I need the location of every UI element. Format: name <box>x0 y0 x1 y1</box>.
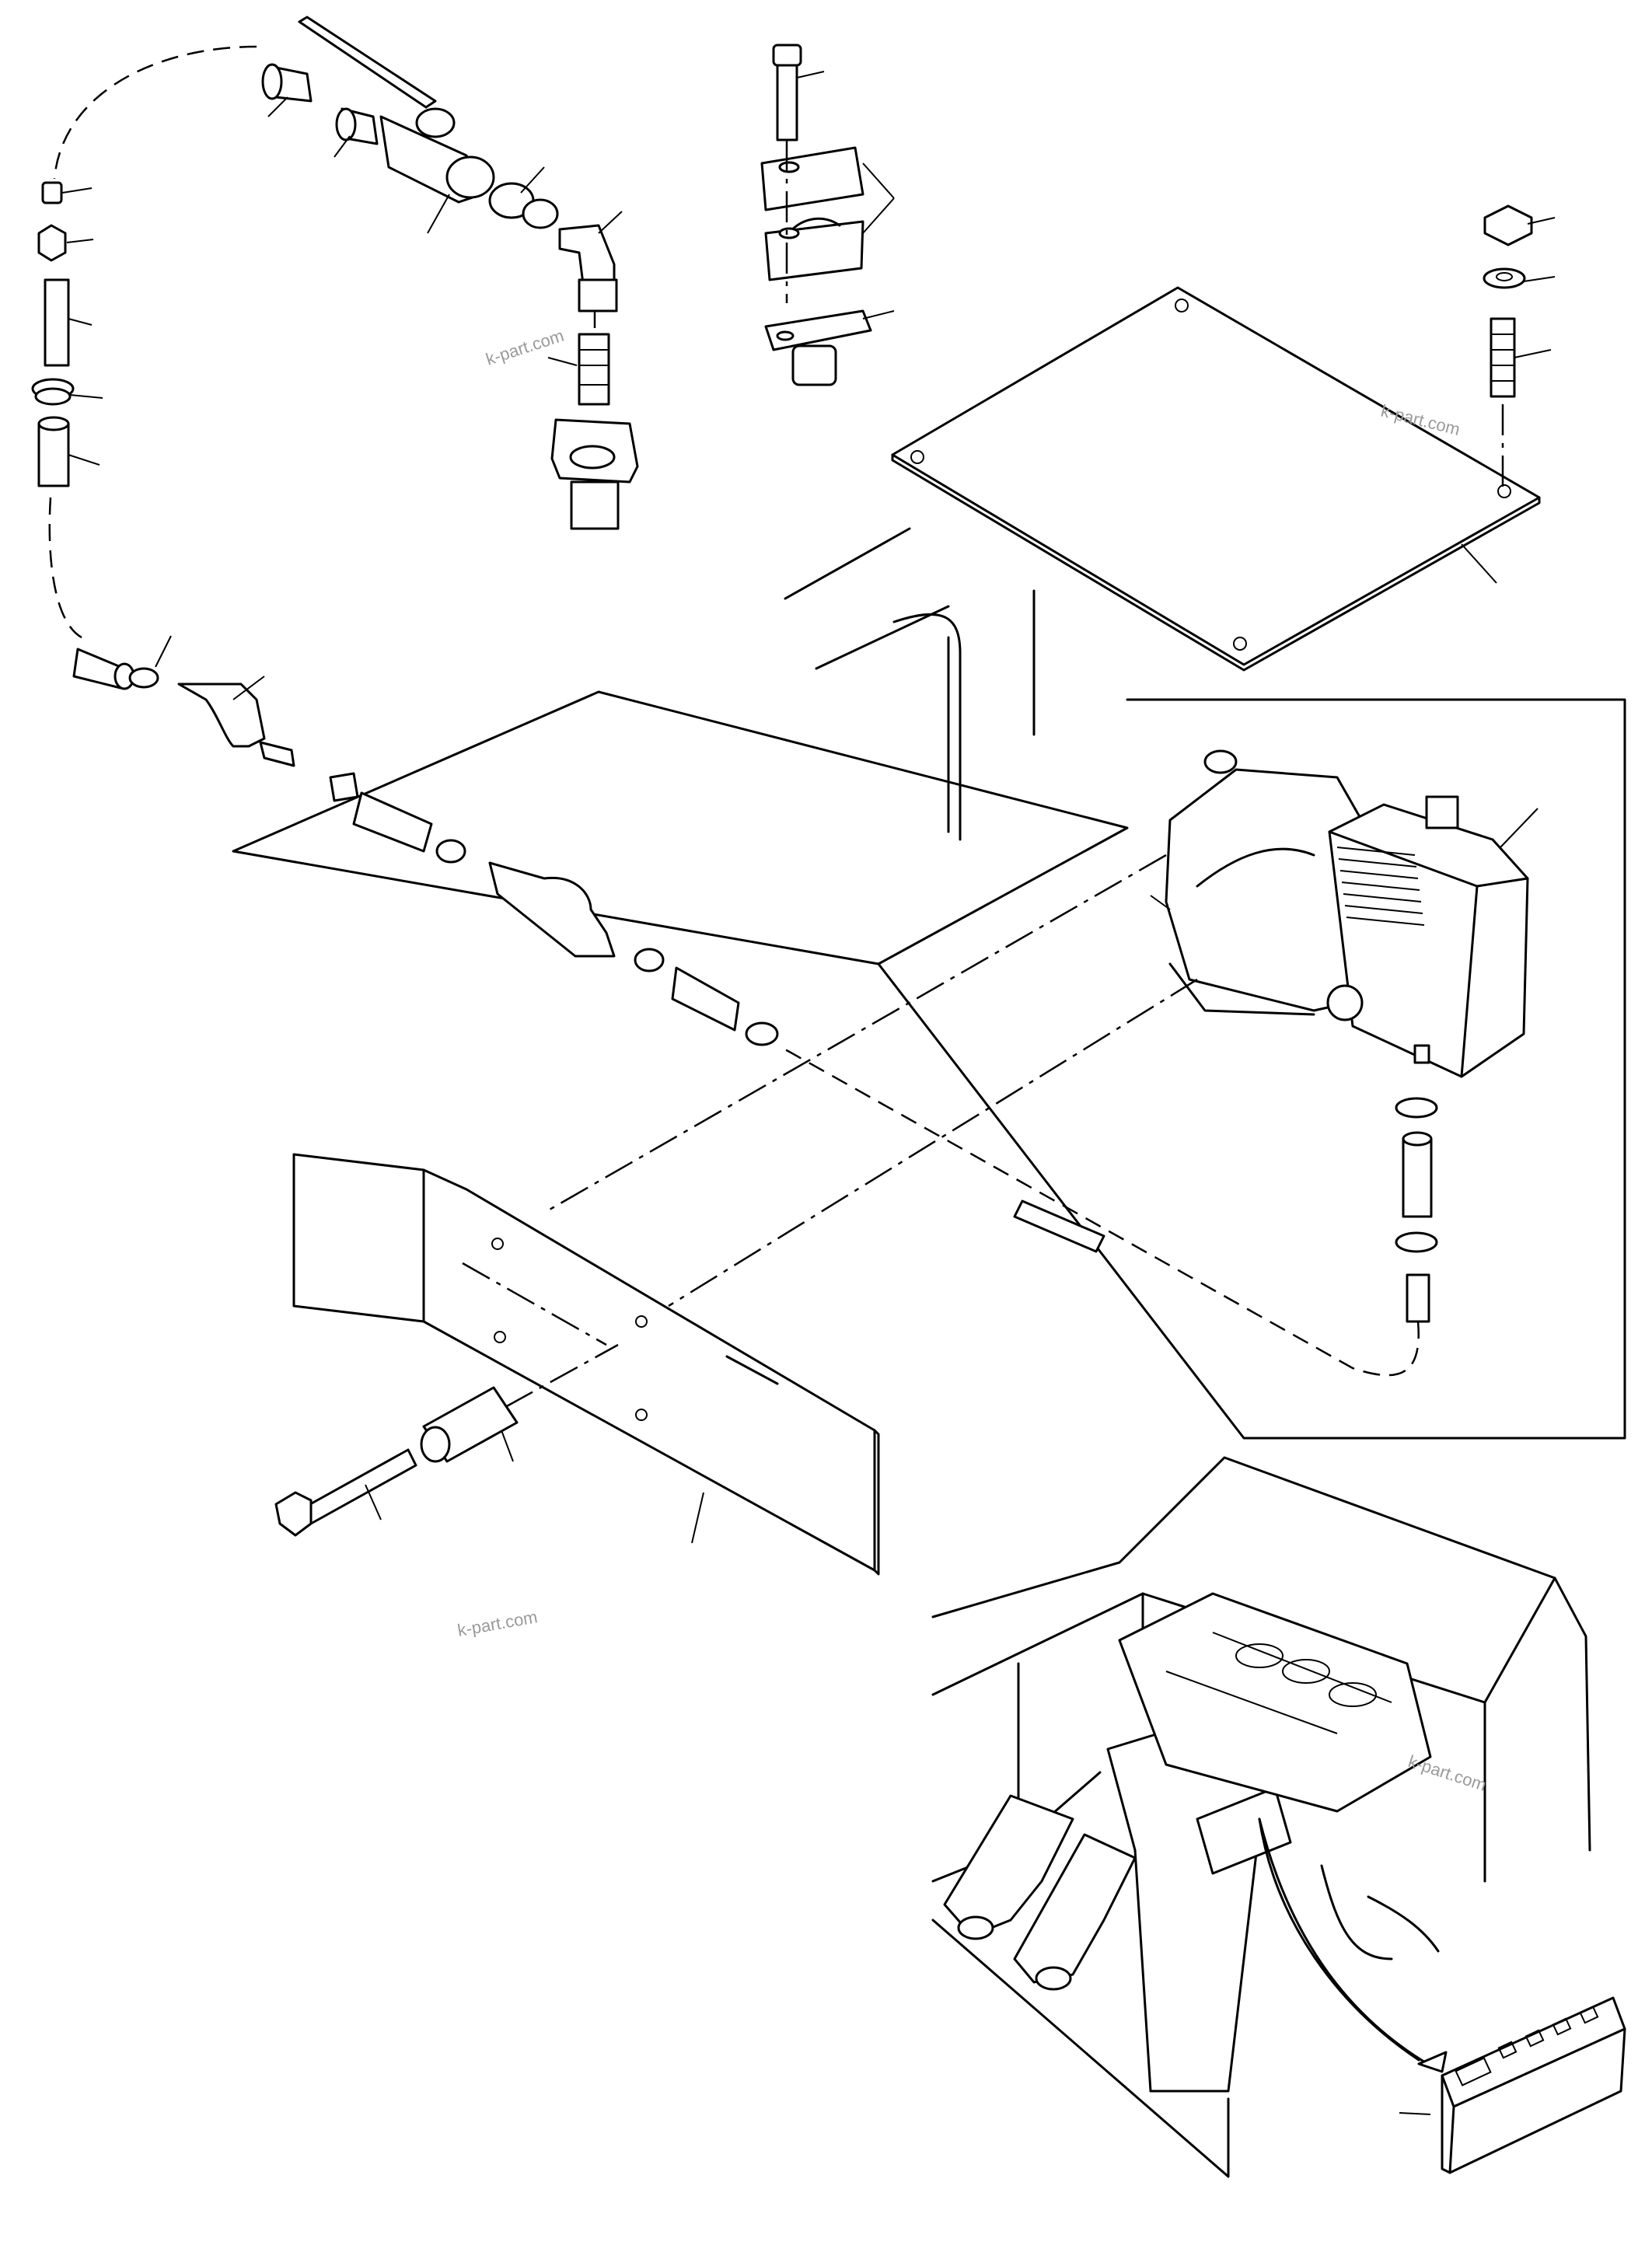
watermark-1: k-part.com <box>484 326 567 369</box>
frame-outline <box>784 527 1036 841</box>
fuel-filter-left <box>72 635 295 767</box>
mounting-bracket <box>274 1153 880 1576</box>
cooling-fins <box>1336 847 1425 926</box>
hose-fitting <box>261 63 379 145</box>
cap-nut-part <box>31 181 75 487</box>
heater-unit-box <box>543 698 1626 1440</box>
machine-frame-view <box>931 1456 1591 2178</box>
filter-kit-box <box>232 690 1129 1046</box>
mounting-plate <box>891 204 1556 672</box>
watermark-3: k-part.com <box>456 1607 540 1640</box>
tank-bushing <box>550 418 639 530</box>
heater-unit <box>1165 749 1529 1078</box>
watermark-4: k-part.com <box>1406 1751 1489 1795</box>
nipple-fitting <box>578 333 610 406</box>
clamp-bracket-assembly <box>760 44 895 386</box>
heater-control-panel <box>1399 1996 1626 2174</box>
engine-outline <box>1118 1592 1432 1813</box>
spacer-and-bolt <box>274 1386 519 1537</box>
elbow-fitting <box>558 224 618 312</box>
fuel-line-assembly <box>31 16 639 639</box>
